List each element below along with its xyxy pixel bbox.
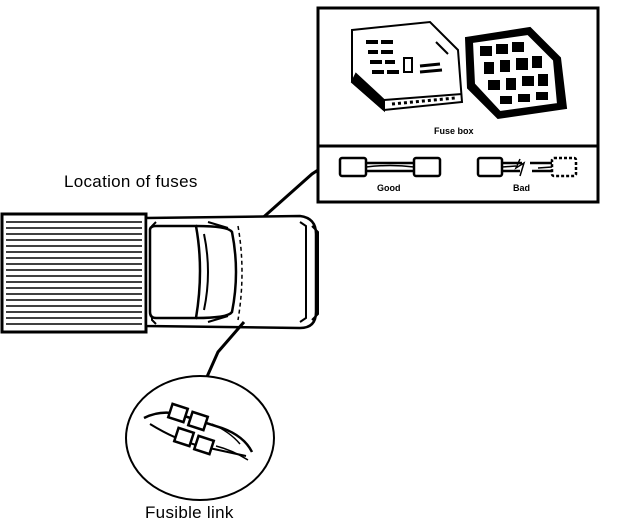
truck-bed-slats [6, 221, 142, 325]
bad-fuse-illustration [476, 156, 578, 178]
fuse-inset-panel [316, 6, 600, 204]
bad-fuse-label: Bad [513, 183, 531, 193]
fuse-box-body-illustration [464, 26, 568, 120]
fuse-box-label: Fuse box [434, 126, 474, 136]
fusible-link-inset [125, 375, 275, 501]
fusible-link-label: Fusible link [145, 503, 234, 522]
fusible-link-illustration [143, 402, 254, 461]
good-fuse-label: Good [377, 183, 401, 193]
inset-leader-line [257, 168, 319, 224]
fuse-box-cover-illustration [350, 20, 464, 113]
location-of-fuses-label: Location of fuses [64, 172, 198, 191]
pickup-truck-top-view [0, 212, 319, 334]
good-fuse-illustration [338, 156, 442, 178]
